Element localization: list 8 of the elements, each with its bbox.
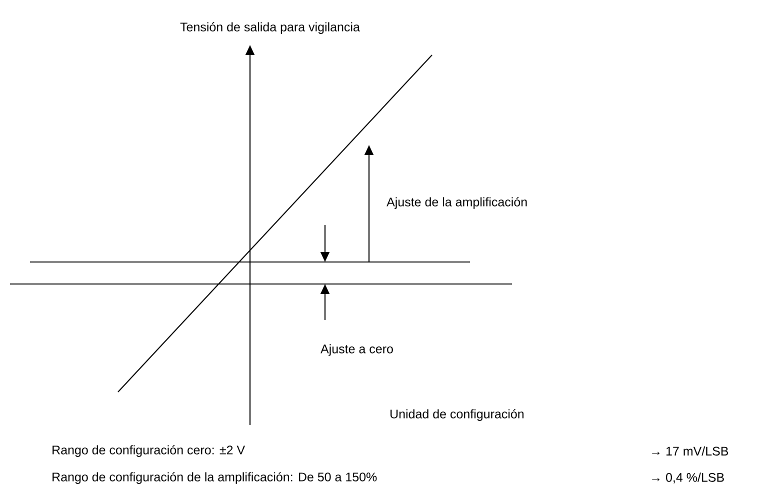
note-text: → 17 mV/LSB	[652, 446, 728, 456]
note-text: Rango de configuración cero: ±2 V	[52, 445, 245, 457]
note-text: Rango de configuración de la amplificación: De 50 a 150%	[52, 472, 377, 484]
note-text: → 0,4 %/LSB	[652, 472, 724, 484]
axis-label: Unidad de configuración	[390, 409, 524, 421]
annotation-label: Ajuste a cero	[320, 344, 393, 356]
annotation-label: Ajuste de la amplificación	[386, 197, 527, 209]
axis-label: Tensión de salida para vigilancia	[180, 22, 360, 34]
